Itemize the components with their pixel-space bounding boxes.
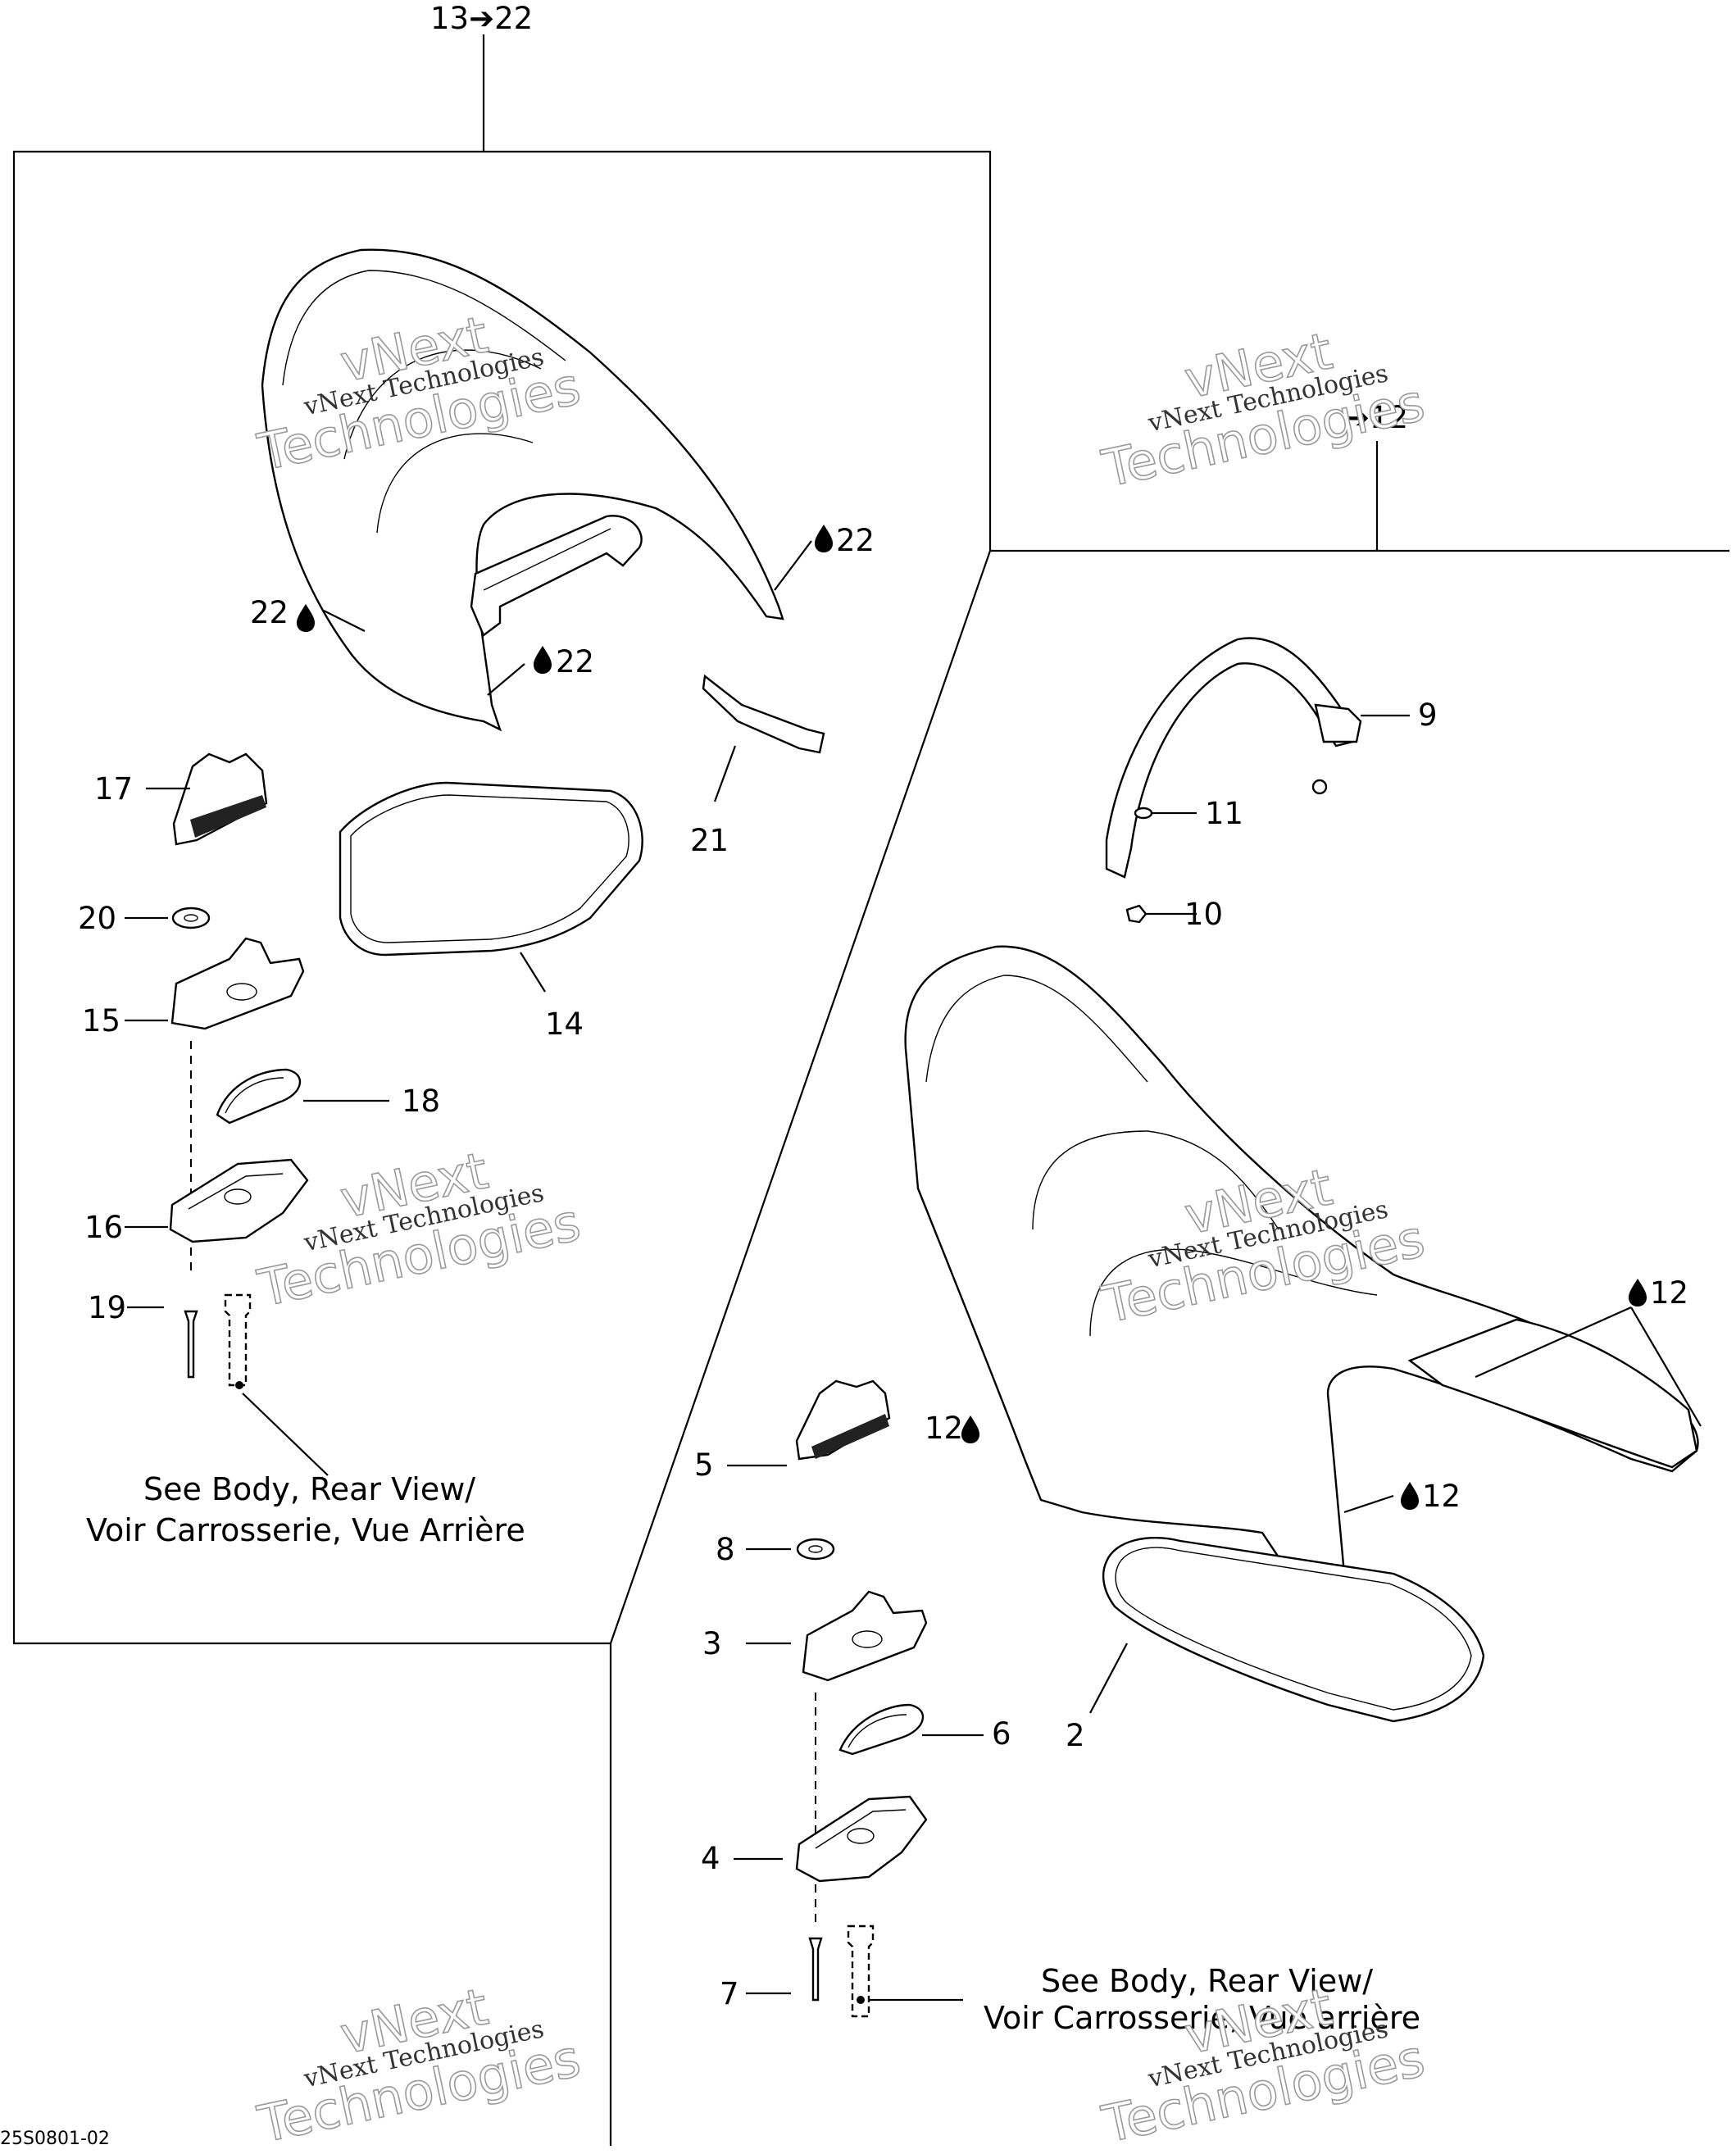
part-18-clip xyxy=(216,1068,389,1125)
part-10-nut xyxy=(1125,904,1197,924)
note-left: See Body, Rear View/ Voir Carrosserie, V… xyxy=(86,1471,525,1548)
part-3-bracket xyxy=(746,1590,928,1682)
part-8-washer xyxy=(746,1538,835,1561)
callout-4: 4 xyxy=(701,1841,720,1876)
part-2-seal xyxy=(1089,1536,1485,1723)
part-6-clip xyxy=(838,1703,984,1756)
note-right-line1: See Body, Rear View/ xyxy=(1041,1963,1373,1999)
callout-arrow-12: ➔12 xyxy=(1344,400,1408,435)
leader-12b xyxy=(1475,1306,1632,1379)
callout-12b: 12 xyxy=(925,1411,963,1446)
front-seat-part xyxy=(904,945,1699,1575)
callout-12a: 12 xyxy=(1650,1275,1688,1311)
frame-left-group xyxy=(12,34,992,1645)
note-right-line2: Voir Carrosserie, Vue arrière xyxy=(984,2000,1420,2036)
rear-seat-part xyxy=(261,248,784,732)
callout-3: 3 xyxy=(702,1626,722,1661)
callout-7: 7 xyxy=(720,1976,739,2011)
part-19-rivet xyxy=(127,1293,329,1476)
callout-8: 8 xyxy=(716,1532,735,1567)
part-20-washer xyxy=(125,907,211,929)
part-15-bracket xyxy=(125,937,305,1030)
callout-20: 20 xyxy=(78,901,116,936)
watermark-5: vNext vNext Technologies Technologies xyxy=(252,1976,586,2154)
part-17-latch xyxy=(146,752,268,846)
part-7-rivet xyxy=(746,1925,963,2018)
drop-icon xyxy=(1401,1482,1419,1510)
drop-icon xyxy=(297,604,315,632)
part-16-housing xyxy=(125,1158,309,1243)
callout-2: 2 xyxy=(1066,1718,1085,1753)
part-21-bracket xyxy=(702,674,825,802)
watermark-3: vNext vNext Technologies Technologies xyxy=(252,1140,586,1320)
callout-10: 10 xyxy=(1184,897,1223,932)
leader-22a xyxy=(323,610,366,632)
callout-15: 15 xyxy=(82,1003,120,1038)
leader-22c xyxy=(774,540,812,591)
callout-13-22: 13➔22 xyxy=(430,1,533,36)
callout-labels: 22 22 22 17 21 14 20 15 18 16 19 9 11 10… xyxy=(78,523,1688,2011)
drop-icon xyxy=(1629,1279,1647,1306)
part-5-latch xyxy=(727,1379,891,1467)
leader-12a xyxy=(1630,1306,1702,1427)
part-14-seal xyxy=(339,781,643,993)
callout-6: 6 xyxy=(992,1716,1011,1752)
callout-21: 21 xyxy=(690,823,729,858)
callout-14: 14 xyxy=(545,1007,584,1042)
leader-12c xyxy=(1343,1494,1394,1514)
drop-icon xyxy=(815,525,833,552)
part-11-washer xyxy=(1134,807,1197,820)
part-4-housing xyxy=(734,1795,928,1883)
callout-19: 19 xyxy=(88,1290,126,1325)
drop-icon xyxy=(961,1416,979,1443)
note-left-line2: Voir Carrosserie, Vue Arrière xyxy=(86,1512,525,1548)
callout-9: 9 xyxy=(1418,698,1438,733)
callout-17: 17 xyxy=(94,771,133,807)
callout-22c: 22 xyxy=(836,523,875,558)
callout-12c: 12 xyxy=(1422,1479,1461,1514)
callout-22a: 22 xyxy=(250,595,289,630)
part-9-grab-handle xyxy=(1105,637,1410,879)
frame-right-group xyxy=(609,441,1729,2146)
reference-code: 25S0801-02 xyxy=(0,2129,110,2149)
callout-16: 16 xyxy=(84,1210,123,1245)
callout-5: 5 xyxy=(694,1447,714,1483)
note-left-line1: See Body, Rear View/ xyxy=(143,1471,475,1507)
callout-22b: 22 xyxy=(556,644,594,679)
leader-22b xyxy=(487,663,525,696)
drop-icon xyxy=(534,646,552,674)
note-right: See Body, Rear View/ Voir Carrosserie, V… xyxy=(984,1963,1420,2036)
callout-18: 18 xyxy=(402,1084,440,1119)
callout-11: 11 xyxy=(1205,796,1243,831)
